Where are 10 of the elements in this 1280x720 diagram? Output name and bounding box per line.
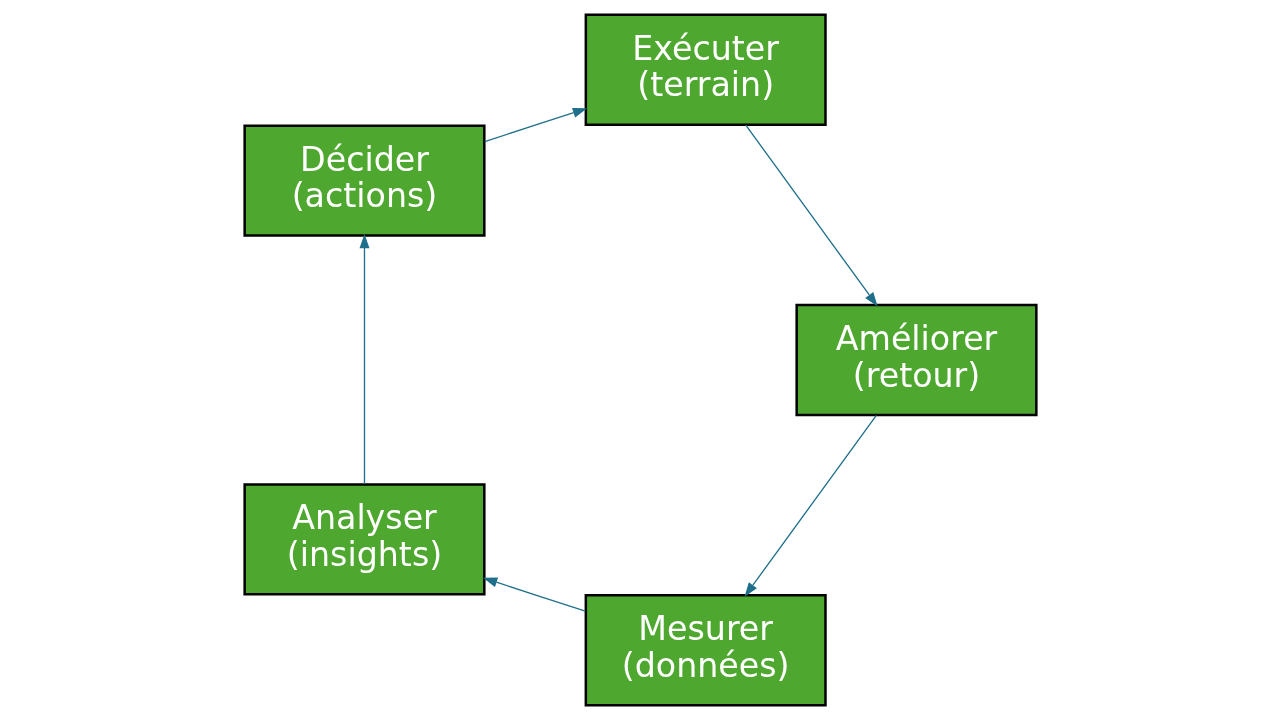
arrow — [483, 107, 587, 143]
node-box: Mesurer (données) — [584, 594, 827, 707]
node-box: Décider (actions) — [242, 124, 486, 237]
node-box: Analyser (insights) — [242, 483, 486, 596]
arrow — [482, 577, 586, 612]
arrow — [358, 233, 369, 485]
node-box: Améliorer (retour) — [794, 303, 1038, 417]
node-box: Exécuter (terrain) — [584, 13, 827, 126]
arrow — [744, 124, 878, 307]
arrow — [744, 414, 877, 597]
